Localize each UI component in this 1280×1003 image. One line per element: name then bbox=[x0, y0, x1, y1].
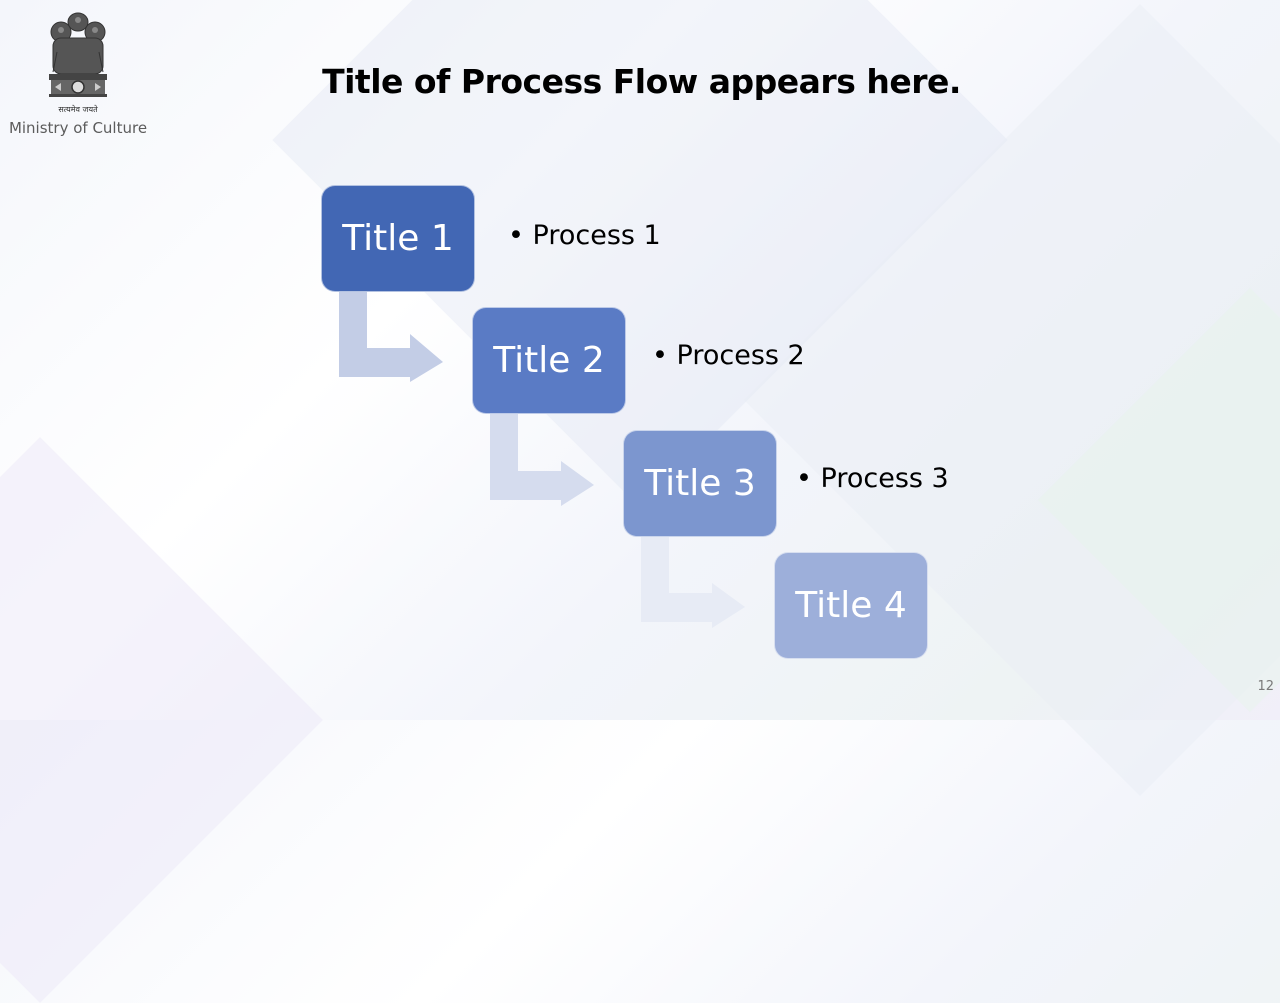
process-label: Process 2 bbox=[676, 340, 805, 371]
process-item-3: • Process 3 bbox=[796, 463, 949, 494]
background-shape bbox=[1037, 287, 1280, 713]
bent-arrow-icon bbox=[490, 414, 594, 506]
bent-arrow-icon bbox=[641, 536, 745, 628]
step-box-3: Title 3 bbox=[623, 430, 777, 537]
bent-arrow-icon bbox=[339, 292, 443, 382]
bullet-icon: • bbox=[508, 220, 524, 251]
page-number: 12 bbox=[1257, 679, 1274, 694]
process-item-1: • Process 1 bbox=[508, 220, 661, 251]
process-label: Process 3 bbox=[820, 463, 949, 494]
logo-block: सत्यमेव जयते Ministry of Culture bbox=[0, 8, 156, 137]
motto-text: सत्यमेव जयते bbox=[58, 105, 98, 114]
national-emblem-icon bbox=[49, 12, 107, 97]
bullet-icon: • bbox=[652, 340, 668, 371]
bullet-icon: • bbox=[796, 463, 812, 494]
process-label: Process 1 bbox=[532, 220, 661, 251]
ministry-label: Ministry of Culture bbox=[8, 119, 148, 137]
step-box-4: Title 4 bbox=[774, 552, 928, 659]
slide-title: Title of Process Flow appears here. bbox=[322, 62, 961, 101]
background-shape bbox=[0, 437, 323, 1003]
process-item-2: • Process 2 bbox=[652, 340, 805, 371]
step-box-1: Title 1 bbox=[321, 185, 475, 292]
background-shape bbox=[744, 4, 1280, 796]
step-box-2: Title 2 bbox=[472, 307, 626, 414]
